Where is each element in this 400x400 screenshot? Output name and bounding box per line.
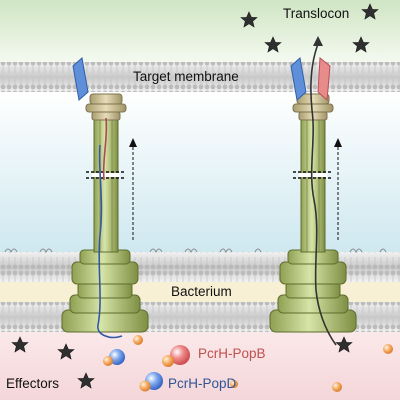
basal-body (269, 249, 357, 333)
extracellular-band (0, 92, 400, 252)
chain-popd (97, 144, 123, 339)
pcrh-chaperone (230, 380, 238, 388)
translocon-label: Translocon (283, 6, 349, 21)
translocon-popd (290, 57, 307, 101)
pcrh-popb-label: PcrH-PopB (198, 346, 266, 361)
pcrh-popd-complex (103, 349, 125, 366)
break-mark (86, 171, 126, 179)
target-membrane-label: Target membrane (133, 69, 239, 84)
chain-popb (102, 117, 108, 181)
break-mark (293, 171, 333, 179)
basal-body (61, 249, 149, 333)
pcrh-chaperone (383, 344, 393, 354)
pcrh-popb-complex (162, 345, 190, 367)
injectisome-right (269, 36, 357, 353)
pcrh-popb-complex (133, 335, 143, 345)
pcrh-popd-label: PcrH-PopD (168, 376, 237, 391)
effectors-label: Effectors (6, 376, 59, 391)
effector-chain (310, 43, 337, 346)
translocon-popb (317, 57, 331, 102)
target-membrane (0, 62, 400, 92)
host-cytoplasm-band (0, 0, 400, 62)
injectisome-left (61, 57, 149, 339)
bacterium-label: Bacterium (171, 284, 232, 299)
pcrh-popd-complex (139, 372, 163, 392)
lps-layer (4, 248, 387, 254)
translocon-popd-left (72, 57, 89, 101)
pcrh-chaperone (332, 382, 342, 392)
tip-complex (85, 93, 127, 121)
